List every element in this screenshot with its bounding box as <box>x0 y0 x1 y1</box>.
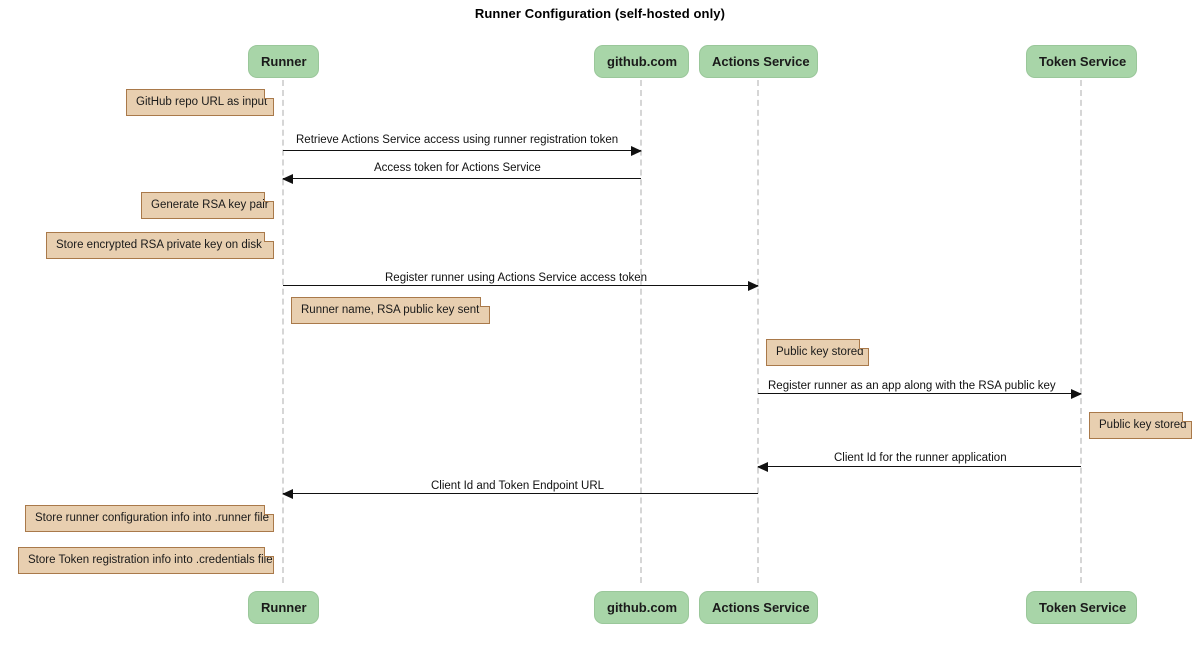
participant-github-bottom[interactable]: github.com <box>594 591 689 624</box>
participant-token-top[interactable]: Token Service <box>1026 45 1137 78</box>
message-label-retrieve-actions-access: Retrieve Actions Service access using ru… <box>296 134 619 146</box>
note-public-key-stored-actions: Public key stored <box>766 339 869 366</box>
participant-runner-bottom[interactable]: Runner <box>248 591 319 624</box>
message-line-register-runner-as-app <box>758 389 1082 399</box>
message-label-client-id-token-endpoint: Client Id and Token Endpoint URL <box>431 480 605 492</box>
note-github-repo-url: GitHub repo URL as input <box>126 89 274 116</box>
note-store-runner-config: Store runner configuration info into .ru… <box>25 505 274 532</box>
page-title: Runner Configuration (self-hosted only) <box>474 6 726 21</box>
lifeline-actions <box>757 80 759 583</box>
arrowhead-right-icon <box>748 281 759 291</box>
message-label-access-token: Access token for Actions Service <box>374 162 541 174</box>
arrowhead-right-icon <box>631 146 642 156</box>
note-store-encrypted-key: Store encrypted RSA private key on disk <box>46 232 274 259</box>
participant-actions-top[interactable]: Actions Service <box>699 45 818 78</box>
message-label-register-runner: Register runner using Actions Service ac… <box>385 272 648 284</box>
message-label-client-id-runner-app: Client Id for the runner application <box>834 452 1007 464</box>
message-line-register-runner <box>283 281 759 291</box>
message-label-register-runner-as-app: Register runner as an app along with the… <box>768 380 1056 392</box>
note-public-key-stored-token: Public key stored <box>1089 412 1192 439</box>
lifeline-runner <box>282 80 284 583</box>
participant-github-top[interactable]: github.com <box>594 45 689 78</box>
message-line-retrieve-actions-access <box>283 146 642 156</box>
message-line-access-token <box>282 174 641 184</box>
arrowhead-right-icon <box>1071 389 1082 399</box>
participant-runner-top[interactable]: Runner <box>248 45 319 78</box>
arrowhead-left-icon <box>282 489 293 499</box>
note-generate-rsa-key-pair: Generate RSA key pair <box>141 192 274 219</box>
participant-actions-bottom[interactable]: Actions Service <box>699 591 818 624</box>
message-line-client-id-runner-app <box>757 462 1081 472</box>
participant-token-bottom[interactable]: Token Service <box>1026 591 1137 624</box>
lifeline-github <box>640 80 642 583</box>
lifeline-token <box>1080 80 1082 583</box>
message-line-client-id-token-endpoint <box>282 489 758 499</box>
arrowhead-left-icon <box>282 174 293 184</box>
note-runner-name-pubkey: Runner name, RSA public key sent <box>291 297 490 324</box>
arrowhead-left-icon <box>757 462 768 472</box>
note-store-token-registration: Store Token registration info into .cred… <box>18 547 274 574</box>
